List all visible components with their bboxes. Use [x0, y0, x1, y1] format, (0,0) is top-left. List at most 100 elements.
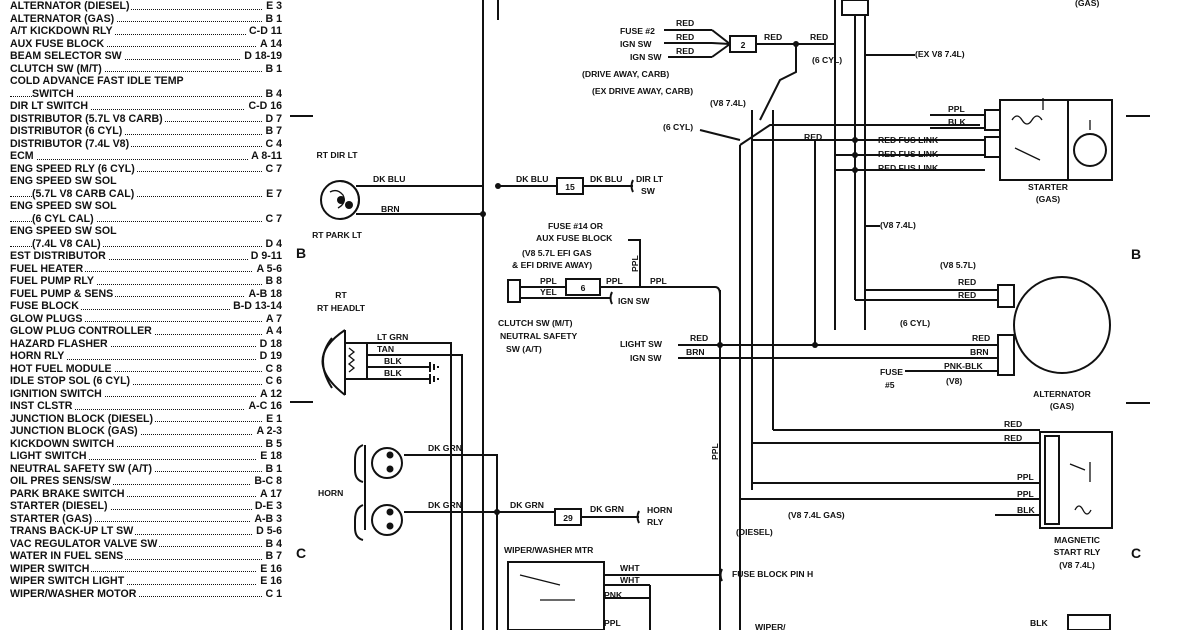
- wire-label-ppl-9: PPL: [604, 618, 621, 628]
- six-cyl-label-2: (6 CYL): [663, 122, 693, 132]
- wire-label-blk-5: BLK: [1030, 618, 1048, 628]
- top-gas-label: (GAS): [1075, 0, 1099, 8]
- wire-label-red-9: RED: [690, 333, 708, 343]
- rt-dir-lt-lamp: [320, 180, 360, 220]
- index-entry-name: A/T KICKDOWN RLY: [10, 25, 115, 37]
- junction-dot: [495, 183, 501, 189]
- wire-label-red-8: RED: [958, 290, 976, 300]
- index-entry-name: FUEL PUMP RLY: [10, 275, 96, 287]
- index-entry-name: ALTERNATOR (GAS): [10, 12, 117, 25]
- grid-label-b-left: B: [296, 245, 306, 261]
- index-entry-name: HORN RLY: [10, 350, 67, 362]
- index-entry-ref: A 7: [262, 312, 282, 325]
- index-entry-name: WIPER/WASHER MOTOR: [10, 587, 139, 600]
- wire-label-ppl-4: PPL: [606, 276, 623, 286]
- magnetic-start-rly-component: [1039, 431, 1113, 529]
- wire-red-to-starter-1: [739, 124, 980, 146]
- ign-sw-label-3: IGN SW: [630, 353, 662, 363]
- index-entry-ref: B 4: [262, 537, 282, 550]
- index-entry-name: BEAM SELECTOR SW: [10, 50, 124, 62]
- wiper-switch-lines: [519, 574, 575, 601]
- index-entry-ref: C 6: [262, 375, 282, 388]
- starter-label-1: STARTER: [1028, 182, 1069, 192]
- terminal-dir-lt-sw: [630, 179, 634, 193]
- wire-6cyl-ref: [699, 129, 741, 141]
- wire-label-ppl-3: PPL: [540, 276, 557, 286]
- junction-dot: [852, 167, 858, 173]
- wire-label-blk-1: BLK: [384, 356, 402, 366]
- starter-label-2: (GAS): [1036, 194, 1060, 204]
- wire-label-dk-blu-1: DK BLU: [373, 174, 405, 184]
- index-entry: DISTRIBUTOR (6 CYL)B 7: [10, 125, 282, 138]
- junction-dot: [852, 137, 858, 143]
- fuse14-label-2: AUX FUSE BLOCK: [536, 233, 613, 243]
- fuse14-label-1: FUSE #14 OR: [548, 221, 604, 231]
- wire-merge: [711, 29, 731, 58]
- index-entry-ref: D 9-11: [247, 250, 282, 263]
- wire-ppl-curve: [714, 286, 721, 296]
- alternator-gas-component: [997, 276, 1111, 376]
- index-entry-name: ECM: [10, 150, 36, 162]
- index-entry-ref: B 1: [262, 462, 282, 475]
- wire-label-pnk-blk: PNK-BLK: [944, 361, 983, 371]
- connector-29-label: 29: [563, 513, 573, 523]
- index-entry-name: WIPER SWITCH LIGHT: [10, 575, 127, 587]
- ground-symbol: [429, 362, 439, 384]
- v8-74-label-2: (V8 7.4L): [880, 220, 916, 230]
- junction-dot: [812, 342, 818, 348]
- index-entry-name: STARTER (DIESEL): [10, 500, 110, 512]
- wiring-diagram: B B C C RT DIR LT RT PARK LT DK BLU BRN …: [290, 0, 1150, 630]
- fuse-block-pin-h-label: FUSE BLOCK PIN H: [732, 569, 813, 579]
- index-entry-ref: D 18-19: [241, 50, 282, 63]
- grid-label-b-right: B: [1131, 246, 1141, 262]
- index-entry-name: LIGHT SWITCH: [10, 450, 89, 462]
- index-entry-ref: B 5: [262, 437, 282, 450]
- rt-headlt-label-1: RT: [335, 290, 347, 300]
- wire-label-red-2: RED: [676, 32, 694, 42]
- index-entry-ref: C 4: [262, 137, 282, 150]
- index-entry: JUNCTION BLOCK (DIESEL)E 1: [10, 412, 282, 425]
- index-entry-name: DISTRIBUTOR (5.7L V8 CARB): [10, 112, 165, 125]
- wire-label-wht-1: WHT: [620, 563, 640, 573]
- index-entry-ref: E 16: [257, 575, 282, 588]
- index-entry-ref: C 7: [262, 212, 282, 225]
- rt-park-lt-label: RT PARK LT: [312, 230, 363, 240]
- index-entry-ref: E 7: [263, 187, 282, 200]
- junction-dot: [494, 509, 500, 515]
- dir-lt-sw-label-1: DIR LT: [636, 174, 664, 184]
- fuse5-label-2: #5: [885, 380, 895, 390]
- index-entry: DISTRIBUTOR (5.7L V8 CARB)D 7: [10, 112, 282, 125]
- connector-2-label: 2: [741, 40, 746, 50]
- index-entry-name: (5.7L V8 CARB CAL): [32, 187, 137, 200]
- v8-74-label-1: (V8 7.4L): [710, 98, 746, 108]
- index-entry-name: GLOW PLUGS: [10, 312, 85, 325]
- index-entry-ref: C 8: [262, 362, 282, 375]
- index-entry-ref: B 1: [262, 62, 282, 75]
- index-entry-name: FUSE BLOCK: [10, 300, 81, 312]
- wire-label-red-1: RED: [676, 18, 694, 28]
- wire-label-tan: TAN: [377, 344, 394, 354]
- wire-label-red-5: RED: [810, 32, 828, 42]
- index-entry-name: INST CLSTR: [10, 400, 75, 412]
- wire-label-lt-grn: LT GRN: [377, 332, 408, 342]
- index-entry-ref: C-D 16: [245, 100, 282, 113]
- index-entry-ref: A 5-6: [253, 262, 282, 275]
- index-entry-name: HAZARD FLASHER: [10, 337, 110, 350]
- wire-label-red-6: RED: [804, 132, 822, 142]
- wire-lt-grn-headlt: [367, 342, 452, 630]
- index-entry-name: OIL PRES SENS/SW: [10, 475, 114, 487]
- index-entry-ref: D 5-6: [253, 525, 282, 538]
- red-fus-link-label-3: RED FUS LINK: [878, 163, 939, 173]
- wire-label-ppl-7: PPL: [1017, 472, 1034, 482]
- clutch-sw-connector: [507, 279, 521, 303]
